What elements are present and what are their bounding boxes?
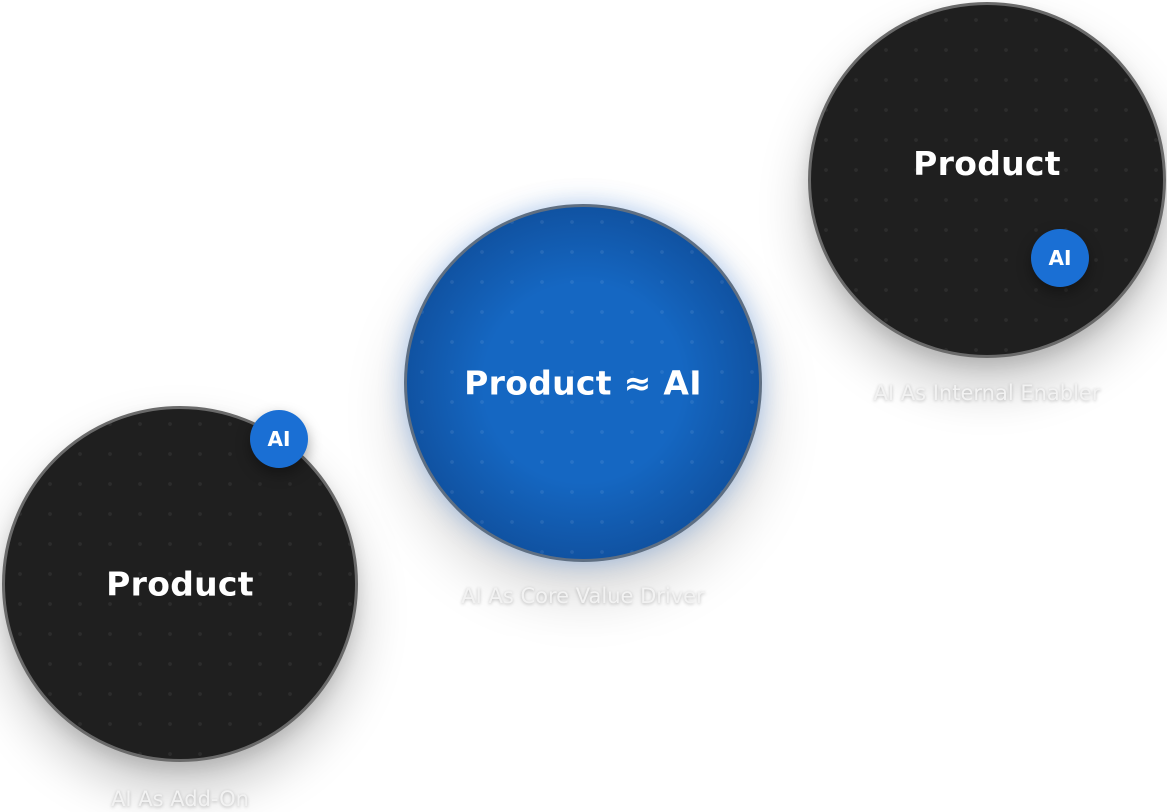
add-on-ai-badge: AI (250, 410, 308, 468)
core-caption: AI As Core Value Driver (461, 584, 705, 608)
add-on-product-label: Product (106, 564, 254, 604)
core-product-ai-circle: Product ≈ AI (404, 204, 762, 562)
internal-ai-badge: AI (1031, 229, 1089, 287)
internal-product-circle: Product (808, 2, 1166, 358)
internal-product-label: Product (913, 144, 1061, 183)
add-on-caption: AI As Add-On (111, 787, 249, 811)
internal-caption: AI As Internal Enabler (873, 381, 1101, 405)
add-on-product-circle: Product (2, 406, 358, 762)
core-product-ai-label: Product ≈ AI (464, 363, 702, 403)
